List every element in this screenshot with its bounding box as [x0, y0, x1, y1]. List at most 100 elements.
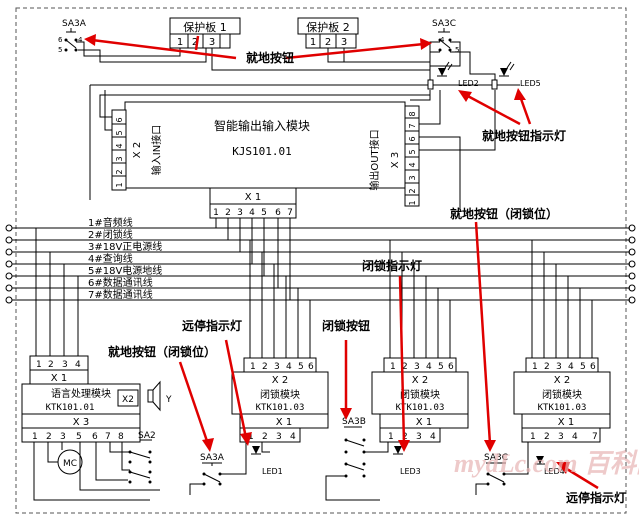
protect-board-1: 保护板 1 1 2 3: [169, 17, 241, 49]
io-in-label: 输入IN接口: [150, 125, 163, 175]
led3: LED3: [393, 446, 421, 476]
svg-text:6: 6: [58, 36, 63, 44]
annotation-remote-stop-led: 远停指示灯: [182, 318, 242, 333]
svg-text:4: 4: [249, 208, 255, 218]
svg-text:1: 1: [250, 362, 256, 372]
io-module-model: KJS101.01: [232, 145, 292, 158]
svg-text:6: 6: [448, 362, 454, 372]
protect-board-1-label: 保护板 1: [183, 20, 227, 34]
svg-text:3: 3: [556, 362, 562, 372]
switch-sa3b: SA3B: [325, 417, 389, 501]
svg-text:X 2: X 2: [412, 375, 428, 386]
svg-text:1: 1: [532, 362, 538, 372]
svg-text:5: 5: [261, 208, 267, 218]
svg-text:3: 3: [341, 37, 347, 48]
svg-text:X 1: X 1: [51, 373, 67, 384]
svg-text:X 2: X 2: [272, 375, 288, 386]
svg-text:6: 6: [275, 208, 281, 218]
svg-text:5: 5: [455, 46, 459, 54]
io-out-label: 输出OUT接口: [368, 129, 381, 190]
lock-module-2-title: 闭锁模块: [400, 388, 440, 401]
svg-text:6: 6: [590, 362, 596, 372]
line-label-6: 6#数据通讯线: [88, 276, 153, 289]
svg-text:4: 4: [440, 36, 445, 44]
led5: LED5: [491, 61, 541, 90]
protect-board-2: 保护板 2 1 2 3: [297, 17, 359, 49]
svg-text:6: 6: [92, 432, 98, 442]
svg-text:5: 5: [115, 130, 124, 135]
svg-text:8: 8: [118, 432, 124, 442]
svg-text:LED4: LED4: [544, 467, 565, 476]
svg-text:X 1: X 1: [245, 192, 261, 203]
svg-text:3: 3: [62, 360, 68, 370]
svg-text:2: 2: [544, 362, 550, 372]
svg-text:7: 7: [408, 123, 417, 128]
switch-sa3a-top: SA3A 6 5 4: [58, 19, 87, 54]
svg-text:LED3: LED3: [400, 467, 421, 476]
led4: LED4: [535, 456, 565, 476]
svg-text:KTK101.03: KTK101.03: [396, 403, 445, 413]
led2: LED2: [427, 61, 479, 90]
svg-text:4: 4: [75, 360, 81, 370]
svg-text:2: 2: [46, 432, 52, 442]
svg-text:SA3A: SA3A: [62, 19, 87, 29]
svg-text:Y: Y: [165, 395, 172, 405]
svg-text:4: 4: [572, 432, 578, 442]
svg-text:5: 5: [76, 432, 82, 442]
annotation-lock-indicator: 闭锁指示灯: [362, 258, 422, 273]
svg-text:3: 3: [414, 362, 420, 372]
svg-text:1: 1: [32, 432, 38, 442]
svg-text:2: 2: [325, 37, 331, 48]
x1-drop-wires: [215, 218, 291, 300]
svg-text:6: 6: [115, 117, 124, 122]
svg-text:2: 2: [544, 432, 550, 442]
led1: LED1: [251, 442, 283, 476]
svg-text:1: 1: [530, 432, 536, 442]
svg-text:3: 3: [558, 432, 564, 442]
line-label-3: 3#18V正电源线: [88, 240, 162, 253]
svg-text:3: 3: [276, 432, 282, 442]
io-module: 智能输出输入模块 KJS101.01 6 5 4 3 2 1 X 2 输入IN接…: [111, 101, 420, 219]
svg-text:2: 2: [115, 169, 124, 174]
svg-text:LED1: LED1: [262, 467, 283, 476]
protect-board-2-label: 保护板 2: [306, 20, 350, 34]
svg-text:X 3: X 3: [73, 417, 89, 428]
svg-text:5: 5: [438, 362, 444, 372]
switch-sa3c-top: SA3C 4 5: [432, 19, 459, 54]
svg-text:2: 2: [262, 362, 268, 372]
svg-text:X2: X2: [122, 395, 134, 405]
switch-sa2: SA2: [109, 431, 156, 484]
svg-text:3: 3: [237, 208, 243, 218]
svg-text:4: 4: [286, 362, 292, 372]
svg-text:4: 4: [568, 362, 574, 372]
svg-text:2: 2: [408, 188, 417, 193]
svg-text:5: 5: [298, 362, 304, 372]
svg-text:1: 1: [213, 208, 219, 218]
svg-text:2: 2: [262, 432, 268, 442]
svg-text:1: 1: [408, 200, 417, 205]
svg-text:2: 2: [402, 362, 408, 372]
lock-module-3-title: 闭锁模块: [542, 388, 582, 401]
svg-text:4: 4: [290, 432, 296, 442]
svg-text:7: 7: [105, 432, 111, 442]
svg-text:1: 1: [36, 360, 42, 370]
microphone-icon: MC: [33, 442, 160, 501]
svg-text:6: 6: [408, 136, 417, 141]
outer-frame: [15, 7, 627, 514]
line-label-7: 7#数据通讯线: [88, 288, 153, 301]
svg-text:4: 4: [408, 162, 417, 167]
svg-text:SA3B: SA3B: [342, 417, 366, 427]
svg-text:X 3: X 3: [390, 152, 401, 168]
svg-text:LED2: LED2: [458, 79, 479, 88]
annotation-remote-stop-led-2: 远停指示灯: [566, 490, 626, 505]
svg-text:4: 4: [78, 36, 83, 44]
line-label-2: 2#闭锁线: [88, 228, 133, 241]
svg-text:1: 1: [248, 432, 254, 442]
svg-text:SA2: SA2: [138, 431, 156, 441]
svg-text:1: 1: [115, 182, 124, 187]
